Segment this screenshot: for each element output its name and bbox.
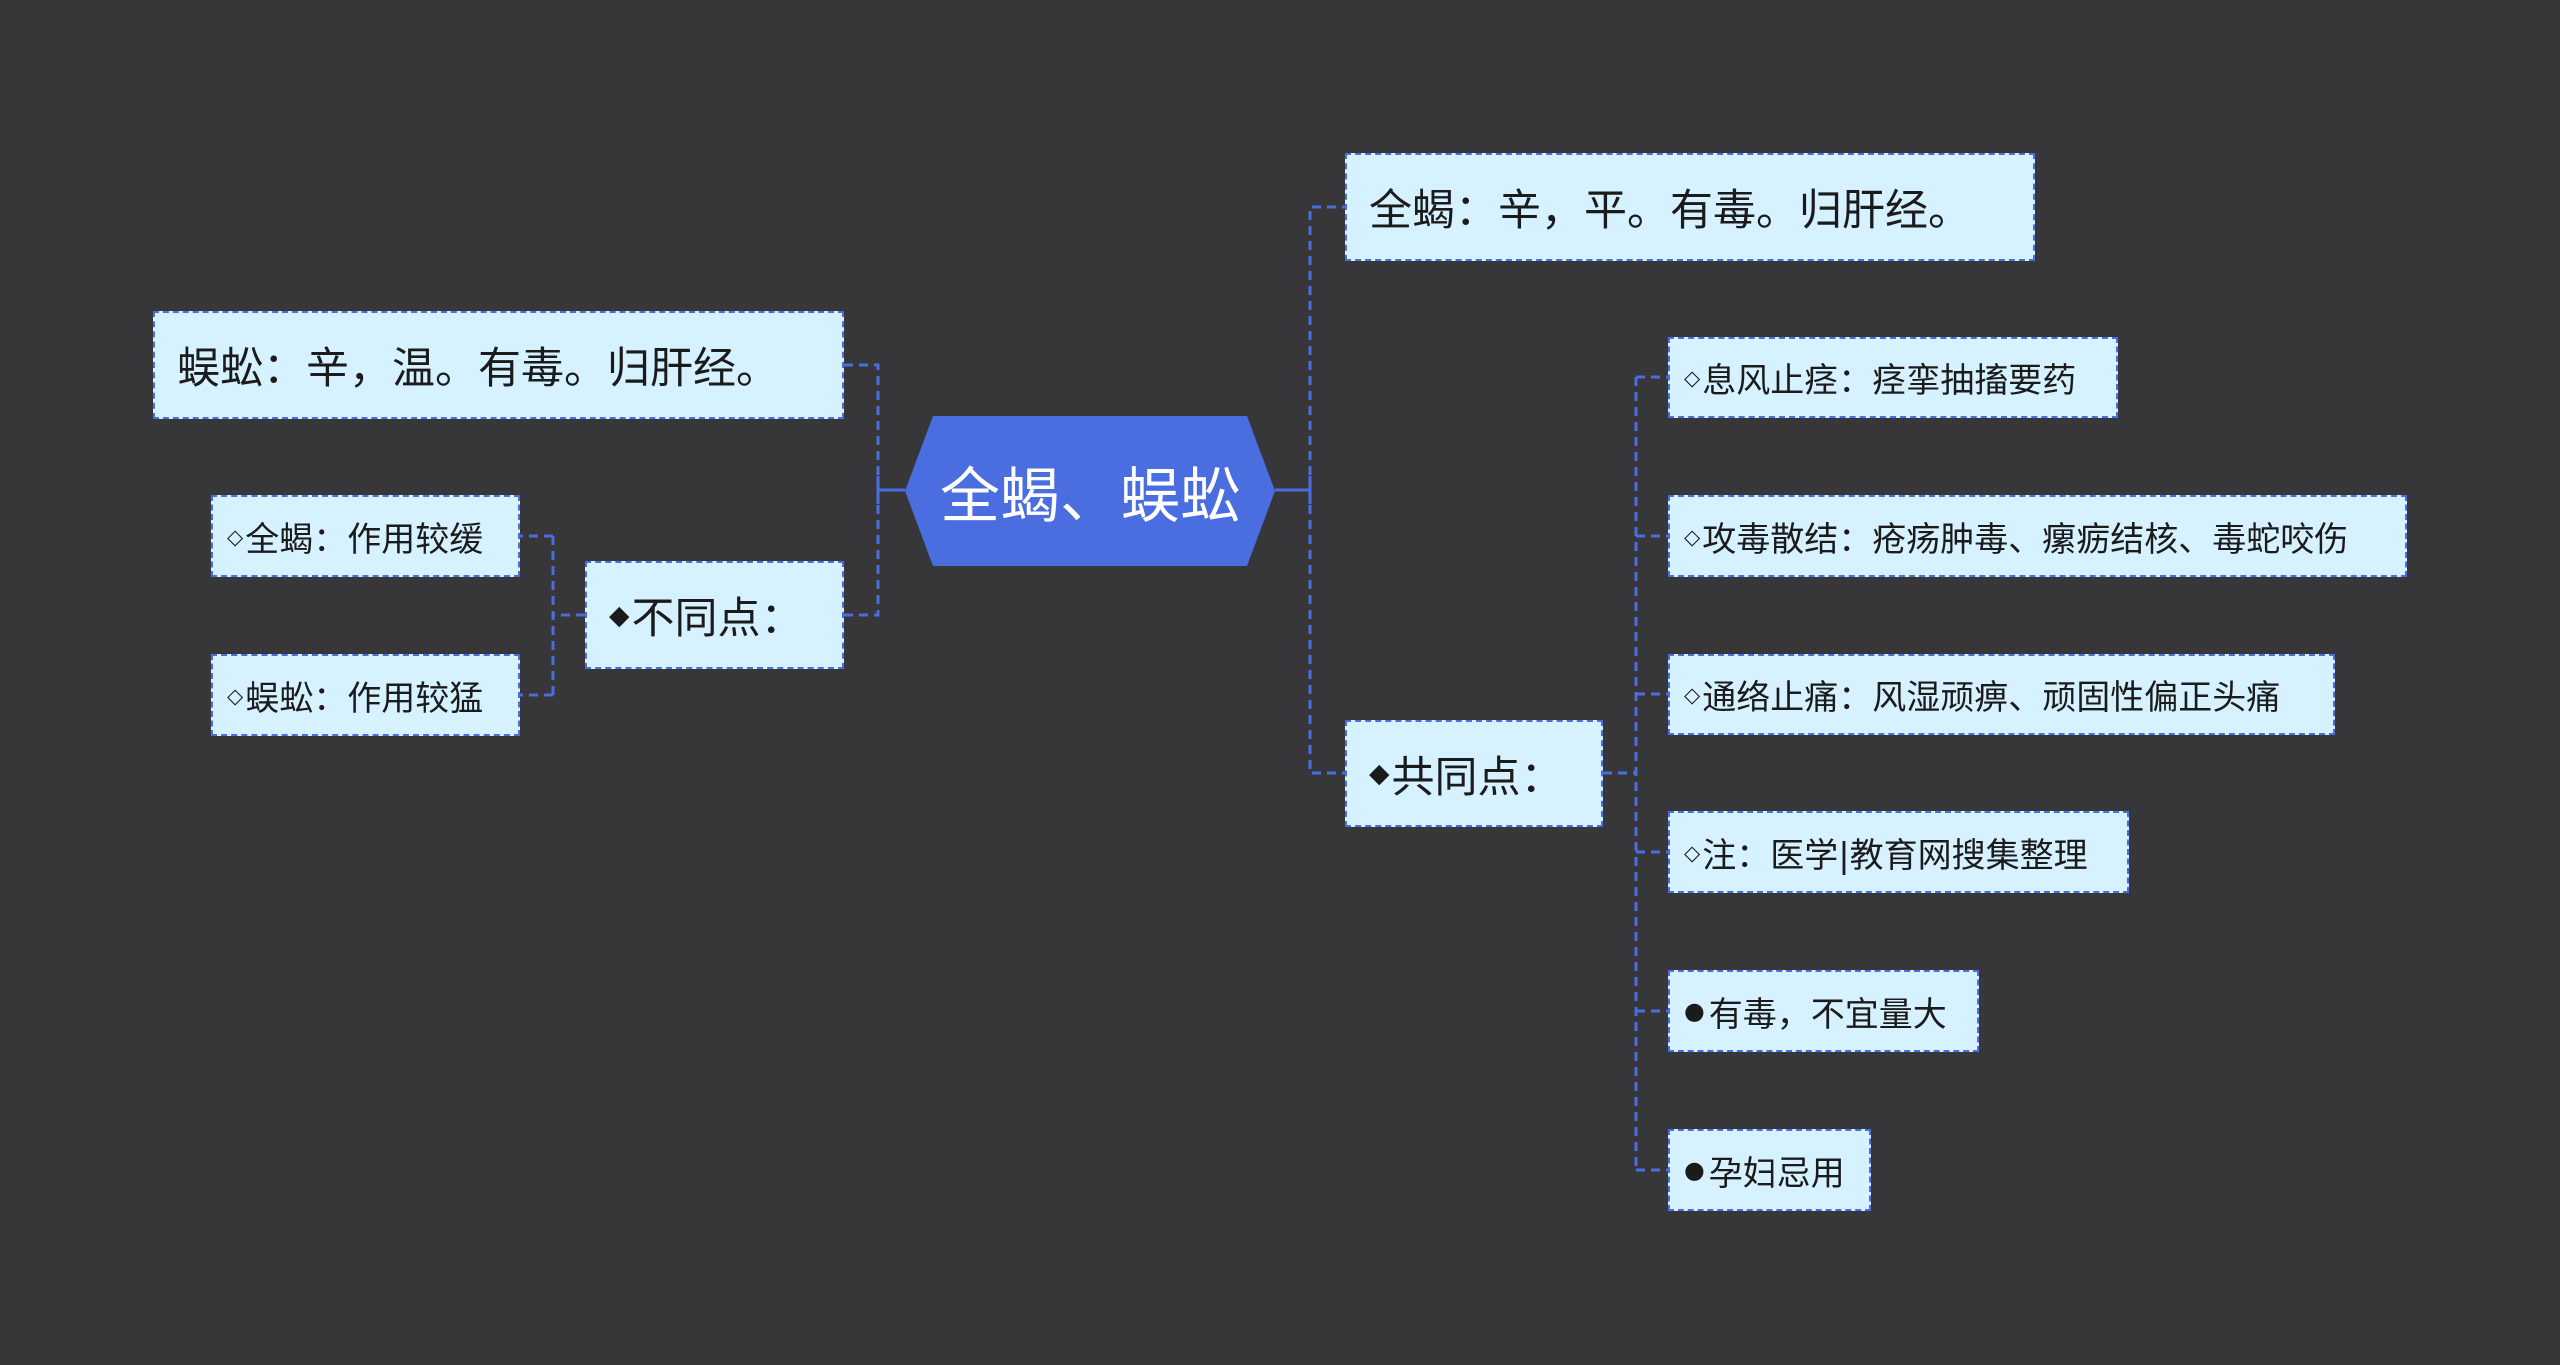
common-item-text: 孕妇忌用 <box>1708 1153 1845 1194</box>
common-item-text: 有毒，不宜量大 <box>1708 994 1947 1035</box>
common-item[interactable]: ◇ 通络止痛：风湿顽痹、顽固性偏正头痛 <box>1668 654 2335 735</box>
different-item[interactable]: ◇ 全蝎：作用较缓 <box>211 495 520 577</box>
different-points-label: 不同点： <box>631 594 804 644</box>
diamond-filled-icon: ◆ <box>1369 758 1390 789</box>
common-item-text: 息风止痉：痉挛抽搐要药 <box>1702 361 2077 401</box>
common-item-text: 攻毒散结：疮疡肿毒、瘰疬结核、毒蛇咬伤 <box>1702 519 2349 560</box>
common-item[interactable]: ◇ 注：医学|教育网搜集整理 <box>1668 811 2129 893</box>
root-hexagon-shape <box>905 416 1275 566</box>
dot-icon: ● <box>1684 1156 1705 1184</box>
common-points-node[interactable]: ◆ 共同点： <box>1345 720 1603 827</box>
left-trunk <box>844 363 880 490</box>
different-item-text: 蜈蚣：作用较猛 <box>245 678 484 719</box>
centipede-properties-text: 蜈蚣：辛，温。有毒。归肝经。 <box>177 344 779 394</box>
diamond-outline-icon: ◇ <box>227 682 244 708</box>
common-points-label: 共同点： <box>1391 752 1564 803</box>
diamond-outline-icon: ◇ <box>1684 365 1701 390</box>
scorpion-properties-text: 全蝎：辛，平。有毒。归肝经。 <box>1369 186 1971 236</box>
common-item-text: 注：医学|教育网搜集整理 <box>1702 835 2088 876</box>
scorpion-properties-node[interactable]: 全蝎：辛，平。有毒。归肝经。 <box>1345 153 2035 261</box>
right-trunk <box>1308 205 1345 490</box>
centipede-properties-node[interactable]: 蜈蚣：辛，温。有毒。归肝经。 <box>153 311 844 419</box>
root-label: 全蝎、蜈蚣 <box>940 461 1240 532</box>
dot-icon: ● <box>1684 997 1705 1025</box>
different-points-node[interactable]: ◆ 不同点： <box>585 561 844 669</box>
root-node[interactable]: 全蝎、蜈蚣 <box>905 416 1275 566</box>
common-item[interactable]: ◇ 息风止痉：痉挛抽搐要药 <box>1668 337 2118 418</box>
diamond-filled-icon: ◆ <box>609 599 630 631</box>
common-item[interactable]: ● 有毒，不宜量大 <box>1668 970 1979 1052</box>
different-item[interactable]: ◇ 蜈蚣：作用较猛 <box>211 654 520 736</box>
common-item[interactable]: ● 孕妇忌用 <box>1668 1129 1871 1211</box>
diamond-outline-icon: ◇ <box>227 523 244 549</box>
different-item-text: 全蝎：作用较缓 <box>245 519 484 560</box>
common-item[interactable]: ◇ 攻毒散结：疮疡肿毒、瘰疬结核、毒蛇咬伤 <box>1668 495 2407 577</box>
diamond-outline-icon: ◇ <box>1684 839 1701 865</box>
diamond-outline-icon: ◇ <box>1684 682 1701 707</box>
diamond-outline-icon: ◇ <box>1684 523 1701 549</box>
common-item-text: 通络止痛：风湿顽痹、顽固性偏正头痛 <box>1702 678 2281 718</box>
